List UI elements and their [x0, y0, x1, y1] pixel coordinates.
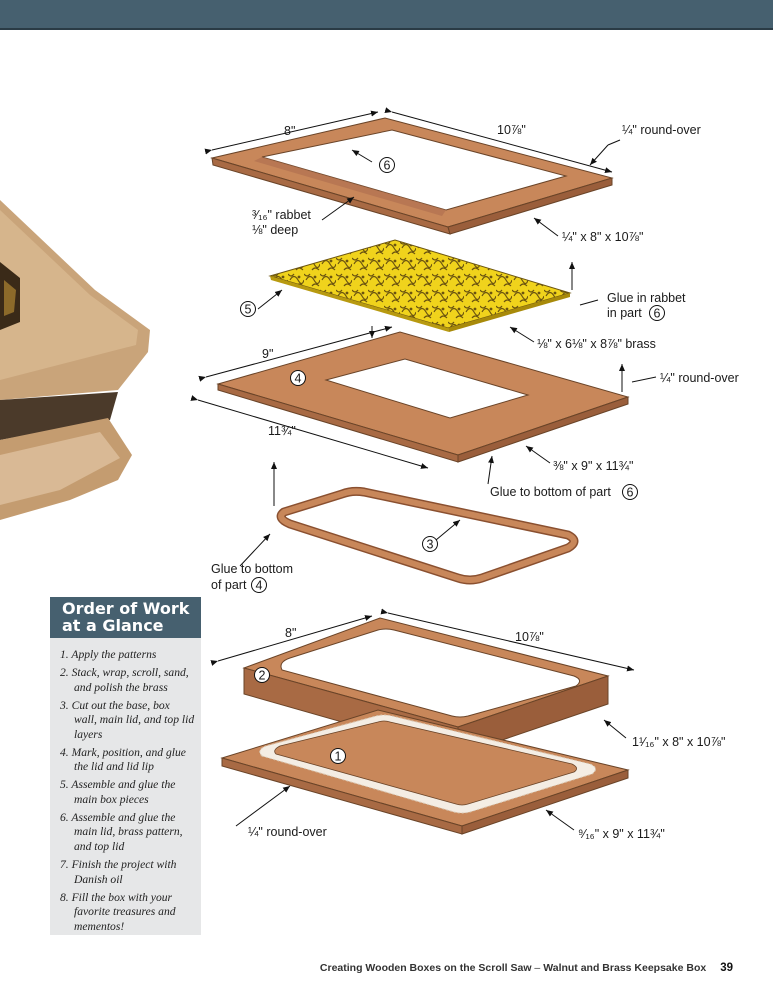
page-number: 39 — [720, 962, 733, 974]
list-item: 1. Apply the patterns — [60, 648, 157, 661]
part-4-number: 4 — [295, 372, 302, 386]
main-lid-size-label: ⅜" x 9" x 11¾" — [553, 459, 633, 473]
part-2-callout — [254, 667, 270, 683]
part-6-callout — [379, 157, 395, 173]
part-4-main-lid — [216, 331, 630, 463]
dim-line — [384, 107, 613, 174]
brass-glue-part-callout — [649, 305, 665, 321]
top-lid-roundover-label: ¼" round-over — [622, 123, 701, 137]
page-footer: Creating Wooden Boxes on the Scroll Saw … — [0, 962, 733, 974]
sidebar-title: Order of Work at a Glance — [50, 597, 201, 638]
main-lid-length-label: 11¾" — [268, 424, 296, 438]
brass-glue-label-2: in part — [607, 306, 642, 320]
part-3-number: 3 — [427, 538, 434, 552]
part-1-callout — [330, 748, 346, 764]
part-5-callout — [240, 301, 256, 317]
main-lid-roundover-label: ¼" round-over — [660, 371, 739, 385]
main-lid-glue-part: 6 — [627, 486, 634, 500]
lid-lip-glue-part: 4 — [256, 579, 263, 593]
main-lid-glue-part-callout — [622, 484, 638, 500]
exploded-assembly-diagram: 8" 10⅞" ¼" round-over 6 ³⁄₁₆" rabbet ⅛" … — [0, 107, 739, 841]
part-1-number: 1 — [335, 750, 342, 764]
list-item: 7. Finish the project with Danish oil — [60, 858, 177, 886]
rabbet-label-1: ³⁄₁₆" rabbet — [252, 208, 311, 222]
box-wall-length-label: 10⅞" — [515, 630, 544, 644]
finished-box-photo — [0, 200, 150, 520]
part-1-base — [220, 709, 630, 835]
header-bar — [0, 0, 773, 30]
list-item: 5. Assemble and glue the main box pieces — [60, 778, 176, 806]
steps-list: 1. Apply the patterns 2. Stack, wrap, sc… — [50, 638, 201, 934]
order-of-work-sidebar: Order of Work at a Glance 1. Apply the p… — [50, 597, 201, 935]
brass-glue-label-1: Glue in rabbet — [607, 291, 686, 305]
lid-lip-glue-label-2: of part — [211, 578, 247, 592]
top-lid-length-label: 10⅞" — [497, 123, 526, 137]
box-wall-width-label: 8" — [285, 626, 296, 640]
part-6-number: 6 — [384, 159, 391, 173]
dim-line — [204, 110, 379, 155]
base-roundover-label: ¼" round-over — [248, 825, 327, 839]
brass-size-label: ⅛" x 6⅛" x 8⅞" brass — [537, 337, 656, 351]
list-item: 4. Mark, position, and glue the lid and … — [60, 745, 186, 774]
list-item: 6. Assemble and glue the main lid, brass… — [60, 810, 183, 854]
footer-chapter: Walnut and Brass Keepsake Box — [543, 962, 707, 974]
rabbet-label-2: ⅛" deep — [252, 223, 298, 237]
lid-lip-glue-part-callout — [251, 577, 267, 593]
part-2-number: 2 — [259, 669, 266, 683]
list-item: 2. Stack, wrap, scroll, sand, and polish… — [60, 665, 189, 694]
footer-separator: – — [531, 962, 544, 974]
main-lid-glue-label: Glue to bottom of part — [490, 485, 611, 499]
part-5-brass-pattern — [268, 239, 572, 332]
lid-lip-glue-label-1: Glue to bottom — [211, 562, 293, 576]
box-wall-size-label: 1¹⁄₁₆" x 8" x 10⅞" — [632, 735, 725, 749]
part-3-callout — [422, 536, 438, 552]
top-lid-size-label: ¼" x 8" x 10⅞" — [562, 230, 643, 244]
footer-book-title: Creating Wooden Boxes on the Scroll Saw — [319, 962, 532, 974]
part-5-number: 5 — [245, 303, 252, 317]
top-lid-width-label: 8" — [284, 124, 295, 138]
list-item: 8. Fill the box with your favorite treas… — [60, 890, 176, 933]
brass-glue-part: 6 — [654, 307, 661, 321]
base-size-label: ⁹⁄₁₆" x 9" x 11¾" — [578, 827, 665, 841]
part-3-lid-lip — [276, 486, 579, 585]
list-item: 3. Cut out the base, box wall, main lid,… — [60, 698, 195, 741]
main-lid-width-label: 9" — [262, 347, 273, 361]
part-4-callout — [290, 370, 306, 386]
